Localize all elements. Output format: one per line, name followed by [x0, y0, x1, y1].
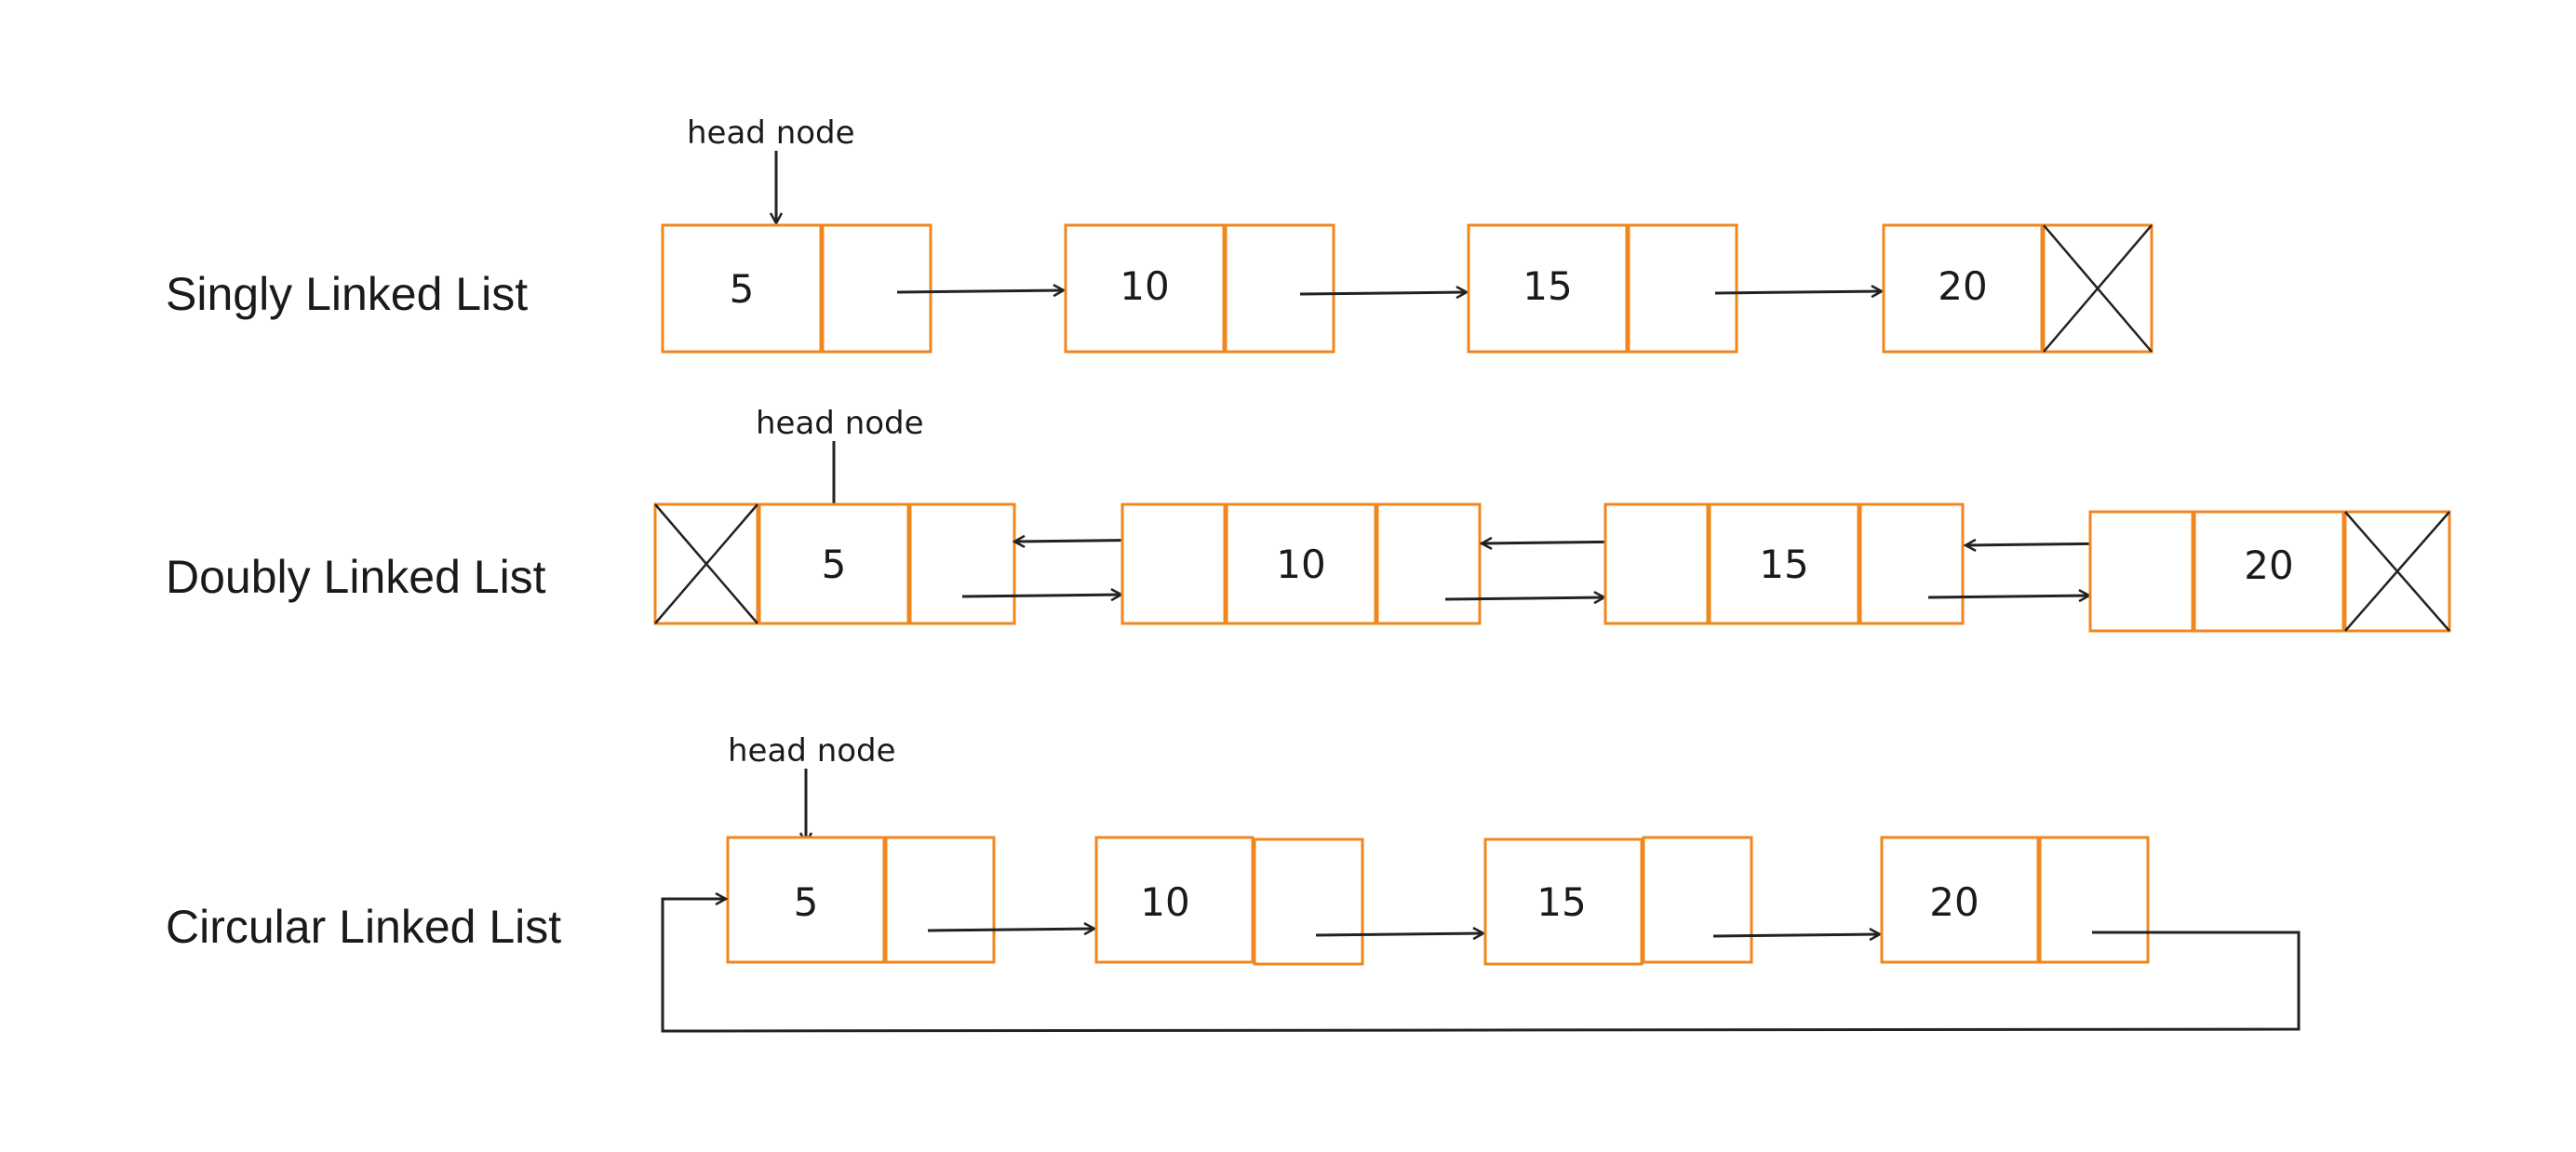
- node-next-cell: [1642, 836, 1753, 964]
- circular-loop-back-arrow: [661, 899, 2301, 1033]
- node-next-cell: [821, 223, 932, 354]
- node-next-cell: [1253, 837, 1364, 966]
- node-value: 20: [1929, 879, 1979, 925]
- node-prev-cell: [1120, 502, 1227, 625]
- node-data-cell: [2193, 510, 2345, 633]
- singly-next-arrow-2: [1299, 292, 1467, 294]
- node-next-cell: [1858, 502, 1965, 625]
- singly-node-3: 15: [1467, 223, 1738, 354]
- circular-list-label: Circular Linked List: [166, 901, 561, 953]
- circular-head-label: head node: [728, 732, 896, 770]
- doubly-list-label: Doubly Linked List: [166, 551, 546, 603]
- node-next-cell: [1224, 223, 1335, 354]
- node-value: 15: [1523, 263, 1572, 309]
- singly-next-arrow-3: [1714, 291, 1882, 293]
- node-value: 20: [2244, 543, 2293, 588]
- node-data-cell: [1064, 223, 1226, 354]
- singly-linked-list: Singly Linked List head node 5 10 15: [166, 114, 2153, 354]
- node-data-cell: [1225, 502, 1377, 625]
- node-data-cell: [1094, 836, 1254, 964]
- circular-node-3: 15: [1483, 836, 1753, 966]
- circular-next-arrow-2: [1315, 933, 1483, 935]
- singly-node-4: 20: [1882, 223, 2153, 354]
- node-data-cell: [726, 836, 886, 964]
- circular-node-1: 5: [726, 836, 996, 964]
- singly-next-arrow-1: [896, 290, 1064, 292]
- node-data-cell: [661, 223, 823, 354]
- node-data-cell: [758, 502, 910, 625]
- singly-head-label: head node: [687, 114, 855, 152]
- circular-node-2: 10: [1094, 836, 1364, 966]
- circular-next-arrow-1: [927, 929, 1094, 931]
- circular-linked-list: Circular Linked List head node 5 10 15: [166, 732, 2301, 1033]
- doubly-next-arrow-2: [1444, 597, 1604, 599]
- node-value: 15: [1536, 879, 1586, 925]
- node-value: 5: [822, 542, 847, 587]
- node-next-cell: [1375, 502, 1482, 625]
- node-data-cell: [1708, 502, 1860, 625]
- doubly-linked-list: Doubly Linked List head node 5 10: [166, 405, 2451, 633]
- node-data-cell: [1882, 223, 2044, 354]
- node-next-cell: [908, 502, 1016, 625]
- node-next-cell: [884, 836, 996, 964]
- node-value: 5: [794, 879, 819, 925]
- node-value: 10: [1120, 263, 1169, 309]
- node-value: 10: [1140, 879, 1189, 925]
- doubly-next-arrow-3: [1927, 596, 2089, 597]
- node-next-cell: [1627, 223, 1738, 354]
- singly-list-label: Singly Linked List: [166, 268, 528, 320]
- circular-node-4: 20: [1880, 836, 2150, 964]
- node-value: 20: [1938, 263, 1987, 309]
- doubly-node-3: 15: [1603, 502, 1965, 625]
- node-value: 10: [1276, 542, 1325, 587]
- node-next-cell: [2038, 836, 2150, 964]
- node-data-cell: [1483, 837, 1644, 966]
- doubly-head-label: head node: [756, 405, 924, 442]
- circular-next-arrow-3: [1712, 934, 1880, 936]
- doubly-node-4: 20: [2088, 510, 2451, 633]
- node-value: 15: [1759, 542, 1808, 587]
- node-data-cell: [1467, 223, 1629, 354]
- node-data-cell: [1880, 836, 2040, 964]
- node-value: 5: [730, 266, 755, 312]
- doubly-next-arrow-1: [961, 595, 1121, 596]
- node-prev-cell: [1603, 502, 1710, 625]
- singly-node-2: 10: [1064, 223, 1335, 354]
- doubly-node-1: 5: [653, 502, 1016, 625]
- node-prev-cell: [2088, 510, 2194, 633]
- singly-node-1: 5: [661, 223, 932, 354]
- doubly-node-2: 10: [1120, 502, 1482, 625]
